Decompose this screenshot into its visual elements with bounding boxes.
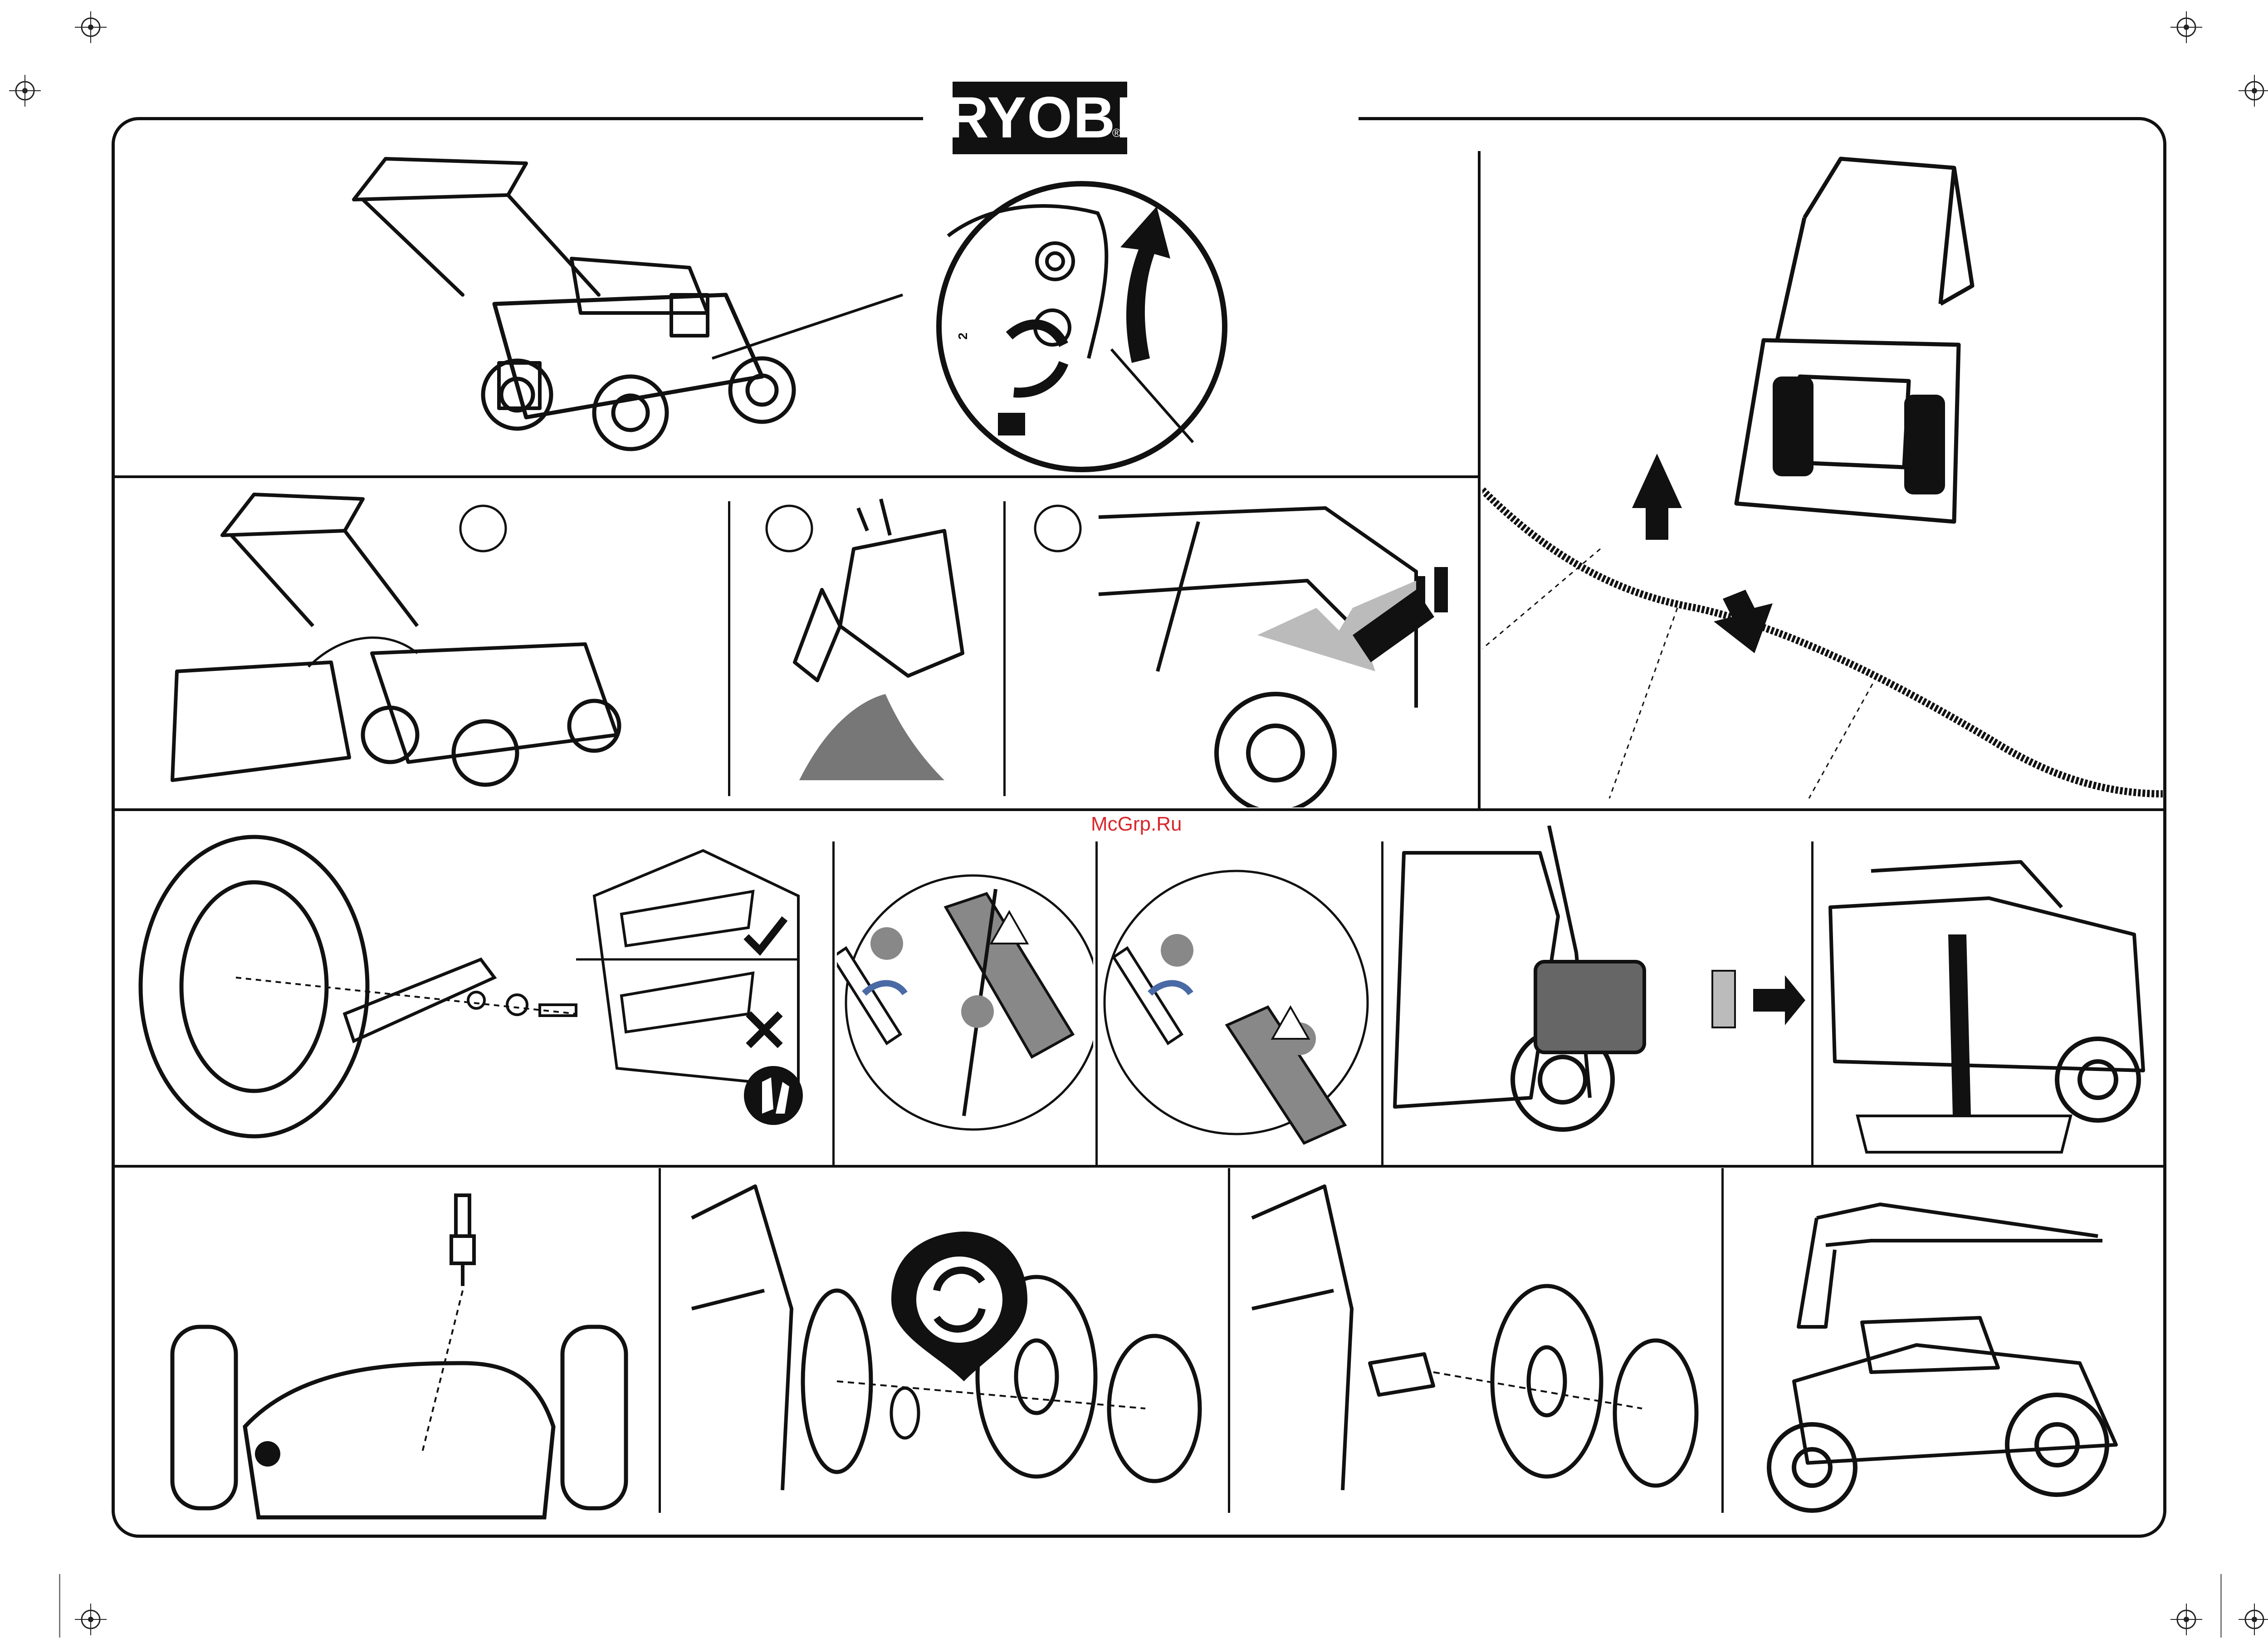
row-divider-3 (115, 1165, 2163, 1168)
panel-battery-removal (1386, 826, 1810, 1164)
col-divider-r4-c (1721, 1168, 1724, 1513)
step-circle-icon (1035, 506, 1080, 551)
attach-bag-illustration (1008, 481, 1475, 807)
panel-attach-bag (1008, 481, 1475, 807)
blade-installation-illustration (1100, 844, 1379, 1164)
col-divider-r2-b (1003, 501, 1006, 796)
registration-mark-right (2239, 75, 2268, 107)
registration-mark-bottom-right (2170, 1604, 2202, 1635)
panel-storage (1726, 1173, 2164, 1526)
registration-mark-left (9, 75, 41, 107)
step-circle-icon (767, 506, 812, 551)
col-divider-r4-b (1228, 1168, 1230, 1513)
storage-illustration (1726, 1173, 2164, 1526)
arrow-icon (1753, 975, 1805, 1025)
rotate-icon (864, 983, 905, 994)
panel-blade-replacement (118, 814, 830, 1164)
blade-removal-illustration (837, 844, 1093, 1164)
rear-wheel-illustration (1234, 1173, 1719, 1526)
bag-removal-illustration (118, 481, 726, 807)
height-adjustment-illustration (118, 122, 1474, 474)
watermark: McGrp.Ru (1091, 813, 1182, 836)
step-circle-icon (460, 506, 506, 551)
panel-oil-drain (1817, 844, 2161, 1164)
panel-rear-wheel (1234, 1173, 1719, 1526)
panel-front-wheel (665, 1173, 1225, 1526)
blade-replacement-illustration (118, 814, 830, 1164)
rotate-icon (1150, 983, 1191, 994)
crop-line-left (59, 1574, 60, 1638)
registration-mark-top-right (2170, 11, 2202, 43)
arrow-icon (1714, 590, 1773, 653)
empty-bag-illustration (731, 481, 1001, 807)
panel-height-adjustment: 2 (118, 122, 1474, 474)
crop-line-right (2220, 1574, 2222, 1638)
panel-blade-removal (837, 844, 1093, 1164)
col-divider-r4-a (659, 1168, 661, 1513)
height-position-label: 2 (956, 333, 970, 340)
col-divider-r3-d (1811, 841, 1813, 1166)
registration-mark-bottom-left (75, 1604, 107, 1635)
col-divider-r2-a (728, 501, 730, 796)
front-wheel-illustration (665, 1173, 1225, 1526)
panel-spark-plug (118, 1173, 655, 1526)
slope-mowing-illustration (1482, 150, 2163, 807)
panel-empty-bag (731, 481, 1001, 807)
oil-drain-illustration (1817, 844, 2161, 1164)
panel-slope-mowing (1482, 150, 2163, 807)
gloves-icon (744, 1066, 803, 1125)
battery-removal-illustration (1386, 826, 1810, 1164)
row-divider-2 (115, 808, 2163, 811)
registration-mark-top-left (75, 11, 107, 43)
col-divider-r3-c (1381, 841, 1383, 1166)
col-divider-r3-a (832, 841, 835, 1166)
spark-plug-illustration (118, 1173, 655, 1526)
row-divider-1 (115, 475, 1478, 478)
col-divider-r3-b (1095, 841, 1098, 1166)
arrow-icon (1632, 454, 1682, 540)
col-divider-top (1478, 151, 1481, 810)
registration-mark-bottom-far-right (2239, 1604, 2268, 1635)
panel-blade-installation (1100, 844, 1379, 1164)
panel-bag-removal (118, 481, 726, 807)
